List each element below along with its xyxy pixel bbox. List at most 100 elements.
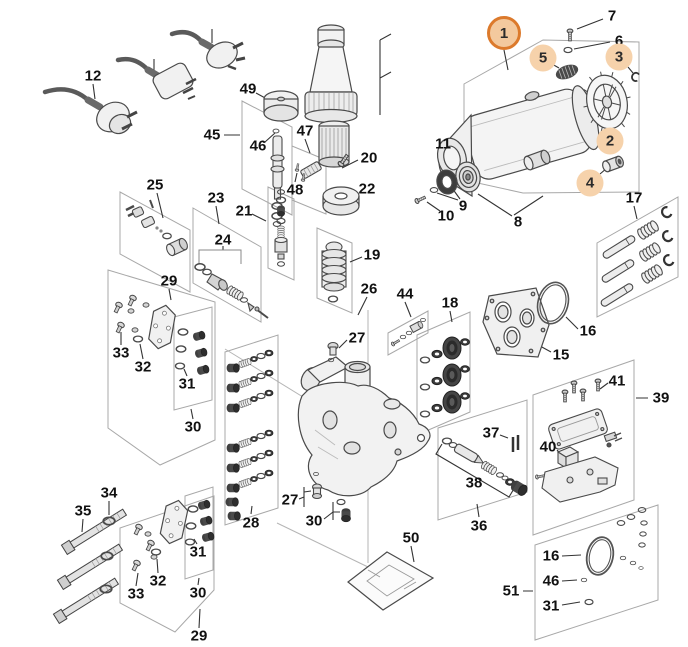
oil-funnel — [304, 24, 358, 124]
part-label-46: 46 — [249, 137, 267, 155]
kit-25 — [125, 199, 188, 257]
part-label-30-3: 30 — [189, 584, 207, 602]
part-label-11: 11 — [435, 135, 451, 153]
part-label-9: 9 — [458, 197, 468, 215]
box-39 — [532, 359, 635, 536]
switch-base — [541, 456, 619, 503]
kit-29-upper — [112, 293, 211, 376]
kit-36 — [441, 435, 530, 498]
o-ring-16-upper — [536, 281, 570, 325]
part-label-31: 31 — [178, 375, 196, 393]
part-label-29: 29 — [160, 272, 178, 290]
part-label-27: 27 — [348, 329, 366, 347]
plate-29-upper — [148, 304, 176, 350]
part-label-38: 38 — [465, 474, 483, 492]
part-label-7: 7 — [607, 7, 617, 25]
part-label-22: 22 — [358, 180, 376, 198]
kit-23-24 — [194, 249, 269, 319]
bellows-19 — [321, 241, 347, 303]
part-label-39: 39 — [652, 389, 670, 407]
highlighted-callout-1[interactable]: 1 — [487, 16, 521, 50]
plate-29-lower — [159, 499, 189, 545]
pins-37 — [511, 435, 520, 452]
box-23 — [192, 207, 262, 323]
power-plug-us — [115, 56, 197, 100]
part-label-23: 23 — [207, 189, 225, 207]
box-30-upper — [173, 306, 213, 411]
part-label-19: 19 — [363, 246, 381, 264]
part-label-40: 40 — [539, 438, 557, 456]
box-36 — [437, 399, 528, 521]
part-label-12: 12 — [84, 67, 102, 85]
part-label-16: 16 — [579, 322, 597, 340]
plug-27-lower — [311, 472, 323, 500]
bolts-35 — [52, 508, 128, 625]
part-label-29-2: 29 — [190, 627, 208, 645]
bushing-large — [523, 149, 551, 171]
part-label-45: 45 — [203, 126, 221, 144]
box-47 — [291, 145, 327, 215]
part-label-34: 34 — [100, 484, 118, 502]
highlighted-callout-3[interactable]: 3 — [605, 43, 633, 71]
box-19 — [316, 227, 353, 314]
power-cord-set — [42, 30, 246, 135]
part-label-44: 44 — [396, 285, 414, 303]
part-label-10: 10 — [437, 207, 455, 225]
kit-boxes — [107, 39, 679, 641]
filter-insert — [318, 120, 350, 168]
power-plug-eu — [42, 87, 138, 135]
part-label-18: 18 — [441, 294, 459, 312]
part-label-28: 28 — [242, 514, 260, 532]
kit-39 — [534, 378, 623, 503]
highlighted-callout-4[interactable]: 4 — [576, 169, 604, 197]
part-label-30-2: 30 — [305, 512, 323, 530]
part-label-48: 48 — [286, 181, 304, 199]
part-label-37: 37 — [482, 424, 500, 442]
box-30-lower — [184, 486, 214, 580]
cap-49 — [263, 90, 299, 122]
kit-51 — [580, 507, 648, 606]
pump-manifold-26 — [297, 356, 431, 497]
part-label-24: 24 — [214, 231, 232, 249]
highlighted-callout-5[interactable]: 5 — [529, 44, 557, 72]
insert-47 — [294, 161, 322, 182]
box-28 — [224, 334, 279, 526]
kit-29-lower — [130, 499, 216, 573]
part-label-47: 47 — [296, 122, 314, 140]
part-label-30: 30 — [184, 418, 202, 436]
fan-wheel-2 — [583, 71, 631, 133]
part-label-20: 20 — [360, 149, 378, 167]
part-label-31-3: 31 — [542, 597, 560, 615]
part-label-32-2: 32 — [149, 572, 167, 590]
part-label-26: 26 — [360, 280, 378, 298]
grommet-5 — [555, 64, 579, 80]
part-label-21: 21 — [235, 202, 253, 220]
box-18 — [416, 311, 471, 436]
grommet-22 — [322, 186, 360, 216]
gearbox-housing-assembly — [413, 28, 641, 205]
box-17 — [596, 196, 679, 318]
part-label-46-2: 46 — [542, 572, 560, 590]
label-sheet-50 — [347, 551, 435, 611]
part-label-41: 41 — [608, 372, 626, 390]
bushing-4 — [602, 155, 624, 173]
part-label-17: 17 — [625, 189, 643, 207]
kit-44 — [390, 318, 426, 347]
power-plug-au — [169, 30, 246, 71]
switch-cover — [548, 408, 608, 450]
part-label-50: 50 — [402, 529, 420, 547]
part-label-33: 33 — [112, 344, 130, 362]
plug-27-upper — [327, 341, 339, 363]
part-label-25: 25 — [146, 176, 164, 194]
part-label-8: 8 — [513, 213, 523, 231]
part-label-15: 15 — [552, 346, 570, 364]
cylinder-head-15 — [482, 287, 550, 358]
box-29-lower — [119, 495, 215, 633]
box-25 — [119, 191, 191, 293]
highlighted-callout-2[interactable]: 2 — [596, 127, 624, 155]
part-label-31-2: 31 — [189, 543, 207, 561]
part-label-35: 35 — [74, 502, 92, 520]
